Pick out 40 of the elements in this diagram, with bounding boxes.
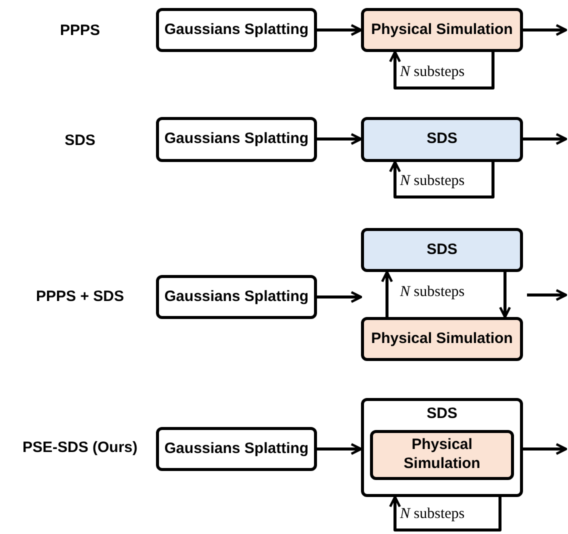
arrow [317, 24, 362, 36]
arrow [499, 272, 511, 318]
box-label: Physical Simulation [402, 436, 482, 474]
process-box [361, 117, 523, 162]
row-label: PPPS [58, 22, 102, 41]
process-box [361, 8, 523, 52]
edge-label: N substeps [400, 505, 465, 524]
arrow [523, 24, 568, 36]
process-box [156, 427, 317, 471]
arrow [523, 443, 568, 455]
process-box [361, 317, 523, 361]
edge-label: N substeps [400, 172, 465, 191]
edge-label: N substeps [400, 63, 465, 82]
arrow [317, 443, 362, 455]
loop-arrow [389, 496, 502, 532]
arrow [381, 270, 393, 317]
process-box [361, 228, 523, 272]
arrow [317, 133, 362, 145]
box-label: Physical Simulation [370, 330, 514, 348]
box-label: Gaussians Splatting [163, 130, 310, 149]
box-label: Gaussians Splatting [163, 440, 310, 458]
arrow [317, 291, 362, 303]
process-box [156, 275, 317, 319]
row-label: SDS [64, 132, 96, 151]
box-label: Gaussians Splatting [163, 288, 310, 306]
row-label: PSE-SDS (Ours) [21, 439, 139, 458]
loop-label: N substeps [400, 283, 465, 302]
process-box [361, 398, 523, 497]
box-label: SDS [426, 240, 458, 260]
loop-arrow [389, 50, 494, 90]
box-label: SDS [426, 130, 458, 149]
process-box [156, 8, 317, 52]
box-label: SDS [426, 405, 458, 424]
process-box [370, 430, 514, 480]
row-label: PPPS + SDS [35, 288, 125, 307]
box-label: Gaussians Splatting [163, 20, 310, 40]
loop-arrow [389, 160, 494, 198]
box-label: Physical Simulation [370, 20, 514, 40]
process-box [156, 117, 317, 162]
arrow [523, 133, 568, 145]
